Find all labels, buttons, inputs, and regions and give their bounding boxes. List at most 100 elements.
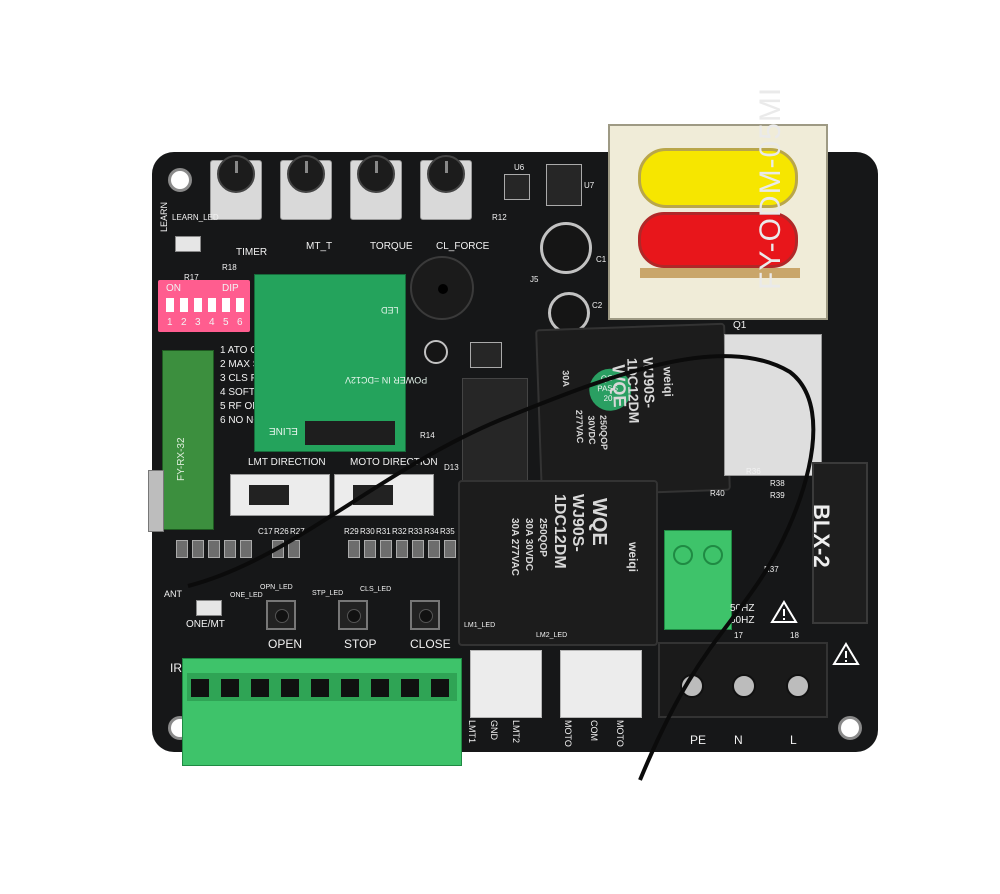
- power-terminal[interactable]: [658, 642, 828, 718]
- potentiometer-cl-force[interactable]: [420, 155, 472, 220]
- dip-function-2: 2 MAX S: [220, 359, 260, 370]
- terminal-slot[interactable]: [191, 679, 209, 697]
- lmt-direction-label: LMT DIRECTION: [248, 457, 326, 468]
- ref-u7: U7: [584, 181, 595, 190]
- potentiometer-torque[interactable]: [350, 155, 402, 220]
- terminal-slot[interactable]: [431, 679, 449, 697]
- ref-r29: R29: [344, 527, 359, 536]
- terminal-slot[interactable]: [341, 679, 359, 697]
- close-label: CLOSE: [410, 637, 451, 651]
- limit-header[interactable]: [470, 650, 542, 718]
- terminal-slot[interactable]: [371, 679, 389, 697]
- led-label-open: OPN_LED: [260, 584, 293, 591]
- moto-direction-label: MOTO DIRECTION: [350, 457, 438, 468]
- potentiometer-mt-t[interactable]: [280, 155, 332, 220]
- dip-levers[interactable]: [164, 298, 244, 314]
- bridge-rectifier: BLX-2: [809, 462, 868, 624]
- warning-icon: [770, 600, 798, 623]
- pot-label-timer: TIMER: [236, 247, 268, 258]
- dip-num-4: 4: [209, 317, 215, 328]
- led-label-close: CLS_LED: [360, 586, 392, 593]
- ref-r12: R12: [492, 213, 507, 222]
- knob-icon[interactable]: [287, 155, 325, 193]
- ref-c2: C2: [592, 301, 603, 310]
- terminal-slot[interactable]: [251, 679, 269, 697]
- screw-icon[interactable]: [732, 674, 756, 698]
- dip-function-3: 3 CLS F: [220, 373, 257, 384]
- ref-r40: R40: [710, 489, 725, 498]
- learn-button[interactable]: [175, 236, 201, 252]
- pot-label-mt-t: MT_T: [306, 241, 333, 252]
- terminal-slot[interactable]: [311, 679, 329, 697]
- lmt-direction-switch[interactable]: [230, 474, 330, 516]
- radio-module: POWER IN =DC12V ELINE LED: [254, 274, 427, 452]
- stop-label: STOP: [344, 637, 377, 651]
- terminal-slot[interactable]: [221, 679, 239, 697]
- dip-num-1: 1: [167, 317, 173, 328]
- ref-r32: R32: [392, 527, 407, 536]
- power-label-l: L: [790, 733, 797, 747]
- dip-function-5: 5 RF ON: [220, 401, 260, 412]
- ref-r35: R35: [440, 527, 455, 536]
- ref-r37: R37: [764, 565, 779, 574]
- ic-u7: [546, 164, 582, 206]
- dip-switch[interactable]: ON DIP 1 2 3 4 5 6: [158, 280, 250, 332]
- rx-module: FY-RX-32: [162, 350, 214, 530]
- capacitor-c1: [540, 222, 592, 274]
- ant-label: ANT: [164, 589, 182, 599]
- stop-button[interactable]: [338, 600, 368, 630]
- moto-direction-switch[interactable]: [334, 474, 434, 516]
- transformer-coil-yellow: [638, 148, 798, 208]
- close-button[interactable]: [410, 600, 440, 630]
- knob-icon[interactable]: [357, 155, 395, 193]
- power-label-pe: PE: [690, 733, 707, 747]
- ic-small: [470, 342, 502, 368]
- warning-icon: [832, 642, 860, 665]
- pot-label-cl-force: CL_FORCE: [436, 241, 490, 252]
- open-button[interactable]: [266, 600, 296, 630]
- terminal-block-9[interactable]: [182, 658, 462, 766]
- dip-function-6: 6 NO NC: [220, 415, 261, 426]
- terminal-2pin[interactable]: [664, 530, 732, 630]
- pot-label-torque: TORQUE: [370, 241, 413, 252]
- ref-r39: R39: [770, 491, 785, 500]
- power-label-n: N: [734, 733, 743, 747]
- ic-u6: [504, 174, 530, 200]
- knob-icon[interactable]: [217, 155, 255, 193]
- learn-led-label: LEARN_LED: [172, 213, 219, 222]
- freq-60hz: 60HZ: [730, 615, 755, 626]
- transformer: [608, 124, 828, 320]
- q1-label: Q1: [733, 320, 747, 331]
- mount-hole: [168, 168, 192, 192]
- capacitor-small: [424, 340, 448, 364]
- dip-num-5: 5: [223, 317, 229, 328]
- relay-big: WQE WJ90S-1DC12DM weiqi 30A 277VAC 30A 3…: [458, 480, 658, 646]
- one-mt-button[interactable]: [196, 600, 222, 616]
- ref-r36: R36: [746, 467, 761, 476]
- ref-r18: R18: [222, 263, 237, 272]
- screw-icon[interactable]: [786, 674, 810, 698]
- ref-c1: C1: [596, 255, 607, 264]
- terminal-slot[interactable]: [401, 679, 419, 697]
- dip-num-3: 3: [195, 317, 201, 328]
- module-pin-header: [305, 421, 395, 445]
- motor-header[interactable]: [560, 650, 642, 718]
- ref-r14: R14: [420, 431, 435, 440]
- ref-r34: R34: [424, 527, 439, 536]
- transformer-coil-red: [638, 212, 798, 268]
- open-label: OPEN: [268, 637, 303, 651]
- ref-j5: J5: [530, 275, 539, 284]
- rx-connector: [148, 470, 164, 532]
- dip-on-label: ON: [166, 283, 181, 294]
- ref-r27: R27: [290, 527, 305, 536]
- mosfet: [462, 378, 528, 486]
- knob-icon[interactable]: [427, 155, 465, 193]
- led-label-one: ONE_LED: [230, 592, 263, 599]
- led-label-stop: STP_LED: [312, 590, 344, 597]
- terminal-slot[interactable]: [281, 679, 299, 697]
- dip-function-4: 4 SOFT: [220, 387, 256, 398]
- ref-c17: C17: [258, 527, 273, 536]
- dip-function-1: 1 ATO C: [220, 345, 258, 356]
- potentiometer-timer[interactable]: [210, 155, 262, 220]
